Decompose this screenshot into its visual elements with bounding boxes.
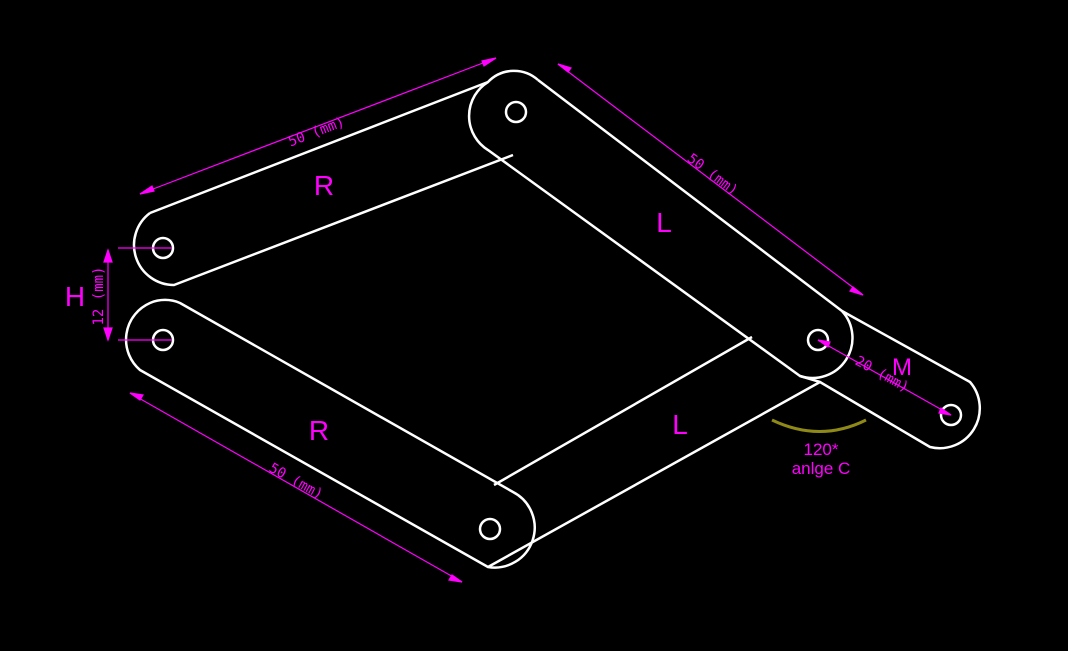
- dim-arrow: [139, 185, 155, 195]
- dim-arrow: [557, 63, 572, 73]
- label-lower-l: L: [672, 409, 688, 440]
- dim-arrow: [938, 407, 952, 416]
- dim-arrow: [103, 248, 113, 263]
- link-outlines: [124, 69, 981, 569]
- pivot-hole-right: [806, 328, 830, 352]
- angle-arc: [771, 418, 867, 433]
- dim-line-lower-r: [129, 392, 463, 583]
- dim-arrow: [103, 327, 113, 342]
- dim-arrow: [817, 339, 831, 348]
- pivot-hole-output: [939, 403, 963, 427]
- dim-arrow: [448, 574, 463, 583]
- pivot-hole-bottom: [478, 517, 502, 541]
- dim-line-m: [817, 339, 952, 416]
- pivot-hole-top: [504, 100, 528, 124]
- angle-value: 120*: [804, 440, 839, 459]
- label-m: M: [892, 354, 912, 381]
- upper-r-link: [132, 69, 539, 287]
- label-lower-r: R: [309, 415, 329, 446]
- dim-line-upper-r: [139, 57, 497, 195]
- dim-line-upper-l: [557, 63, 864, 296]
- output-m-link: [819, 309, 981, 450]
- label-upper-l: L: [656, 207, 672, 238]
- angle-name: anlge C: [792, 459, 851, 478]
- label-upper-r: R: [314, 170, 334, 201]
- dim-arrow: [481, 57, 497, 67]
- lower-r-link: [124, 298, 536, 569]
- dim-text-h: 12 (mm): [91, 266, 107, 325]
- dim-arrow: [849, 286, 864, 296]
- dimension-lines: [103, 57, 952, 583]
- dim-arrow: [129, 392, 144, 401]
- label-h: H: [65, 281, 85, 312]
